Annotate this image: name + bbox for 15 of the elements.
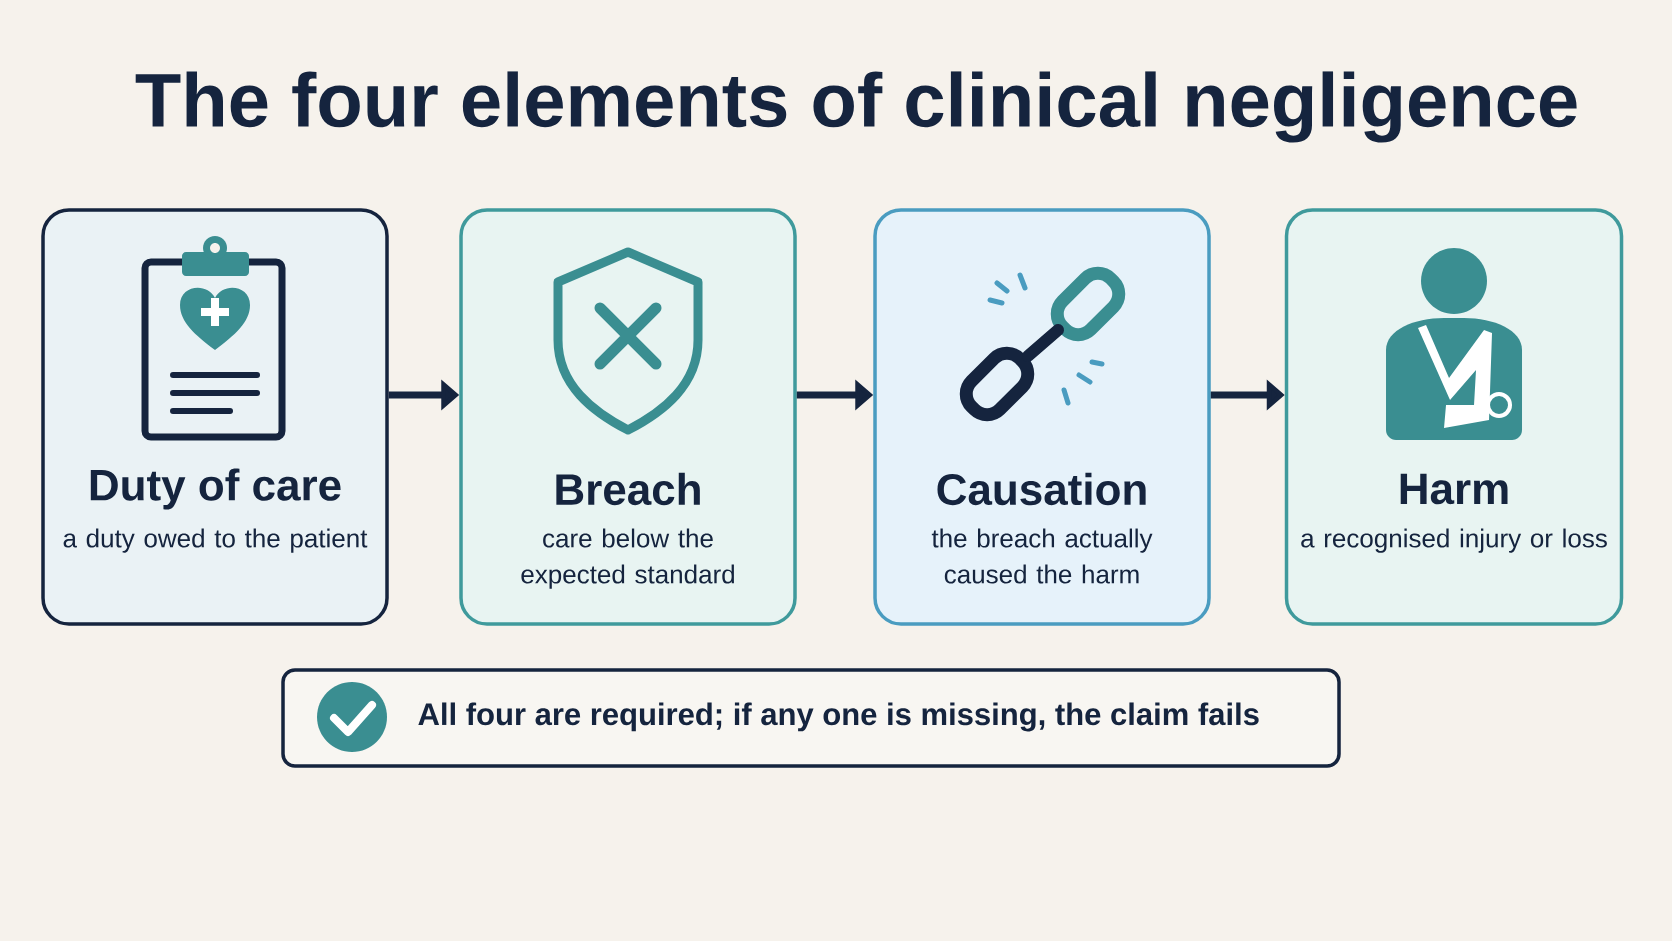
card-description: the breach actually caused the harm	[931, 528, 1153, 584]
card-heading: Duty of care	[90, 468, 341, 510]
step-card	[459, 208, 797, 626]
card-heading: Causation	[937, 472, 1146, 506]
step-card	[41, 208, 389, 626]
card-description: a recognised injury or loss	[1301, 528, 1607, 553]
note-box	[281, 668, 1341, 768]
step-card	[1284, 208, 1624, 626]
card-description: care below the expected standard	[521, 528, 734, 589]
card-heading: Breach	[556, 472, 700, 506]
step-card	[873, 208, 1211, 626]
title: The four elements of clinical negligence	[135, 71, 1577, 143]
card-description: a duty owed to the patient	[63, 528, 368, 553]
note-text: All four are required; if any one is missing, the claim fails	[418, 702, 1259, 732]
card-heading: Harm	[1400, 473, 1508, 505]
